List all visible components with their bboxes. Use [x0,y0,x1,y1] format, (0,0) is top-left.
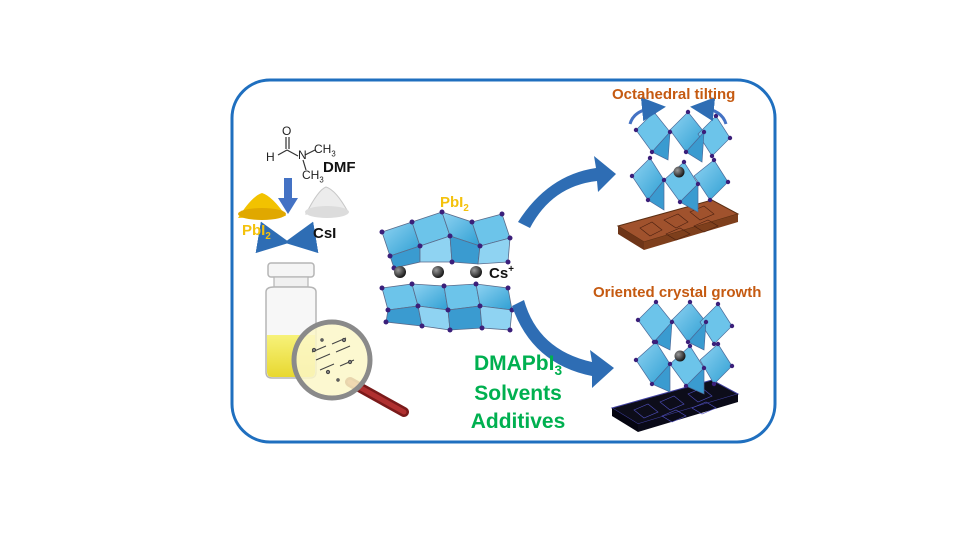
mixing-arrows [255,221,319,254]
atom-o-label: O [282,124,292,138]
arrow-to-oriented [512,300,614,388]
atom-n-label: N [298,148,307,162]
pbi2-bottom-layer [381,283,513,331]
additives-label: Additives [470,410,566,433]
oriented-growth-label: Oriented crystal growth [593,284,762,301]
pbi2-top-layer [381,211,511,269]
methyl-bottom-label: CH3 [302,168,324,185]
octahedral-tilting-label: Octahedral tilting [612,86,736,103]
tilting-arrows [628,97,728,125]
dmf-molecule [277,137,316,171]
pbi2-bottom-atoms [379,281,515,333]
cs-ions [394,266,482,278]
dmf-down-arrow [278,178,298,214]
dmf-label: DMF [323,159,356,176]
cs-label: Cs+ [489,264,514,282]
magnifier-icon [291,319,409,417]
oriented-structure [610,299,740,432]
tilted-structure [616,109,740,250]
csi-powder [305,186,349,218]
pbi2-left-label: PbI2 [242,222,271,242]
pbi2-top-atoms [379,209,513,271]
pbi2-center-label: PbI2 [440,194,469,214]
csi-label: CsI [313,225,337,242]
atom-h-label: H [266,150,275,164]
solvents-label: Solvents [474,382,562,405]
methyl-top-label: CH3 [314,142,336,159]
arrow-to-tilting [518,156,616,228]
pbi2-powder [238,193,286,220]
dmapbi3-label: DMAPbI3 [473,352,563,379]
